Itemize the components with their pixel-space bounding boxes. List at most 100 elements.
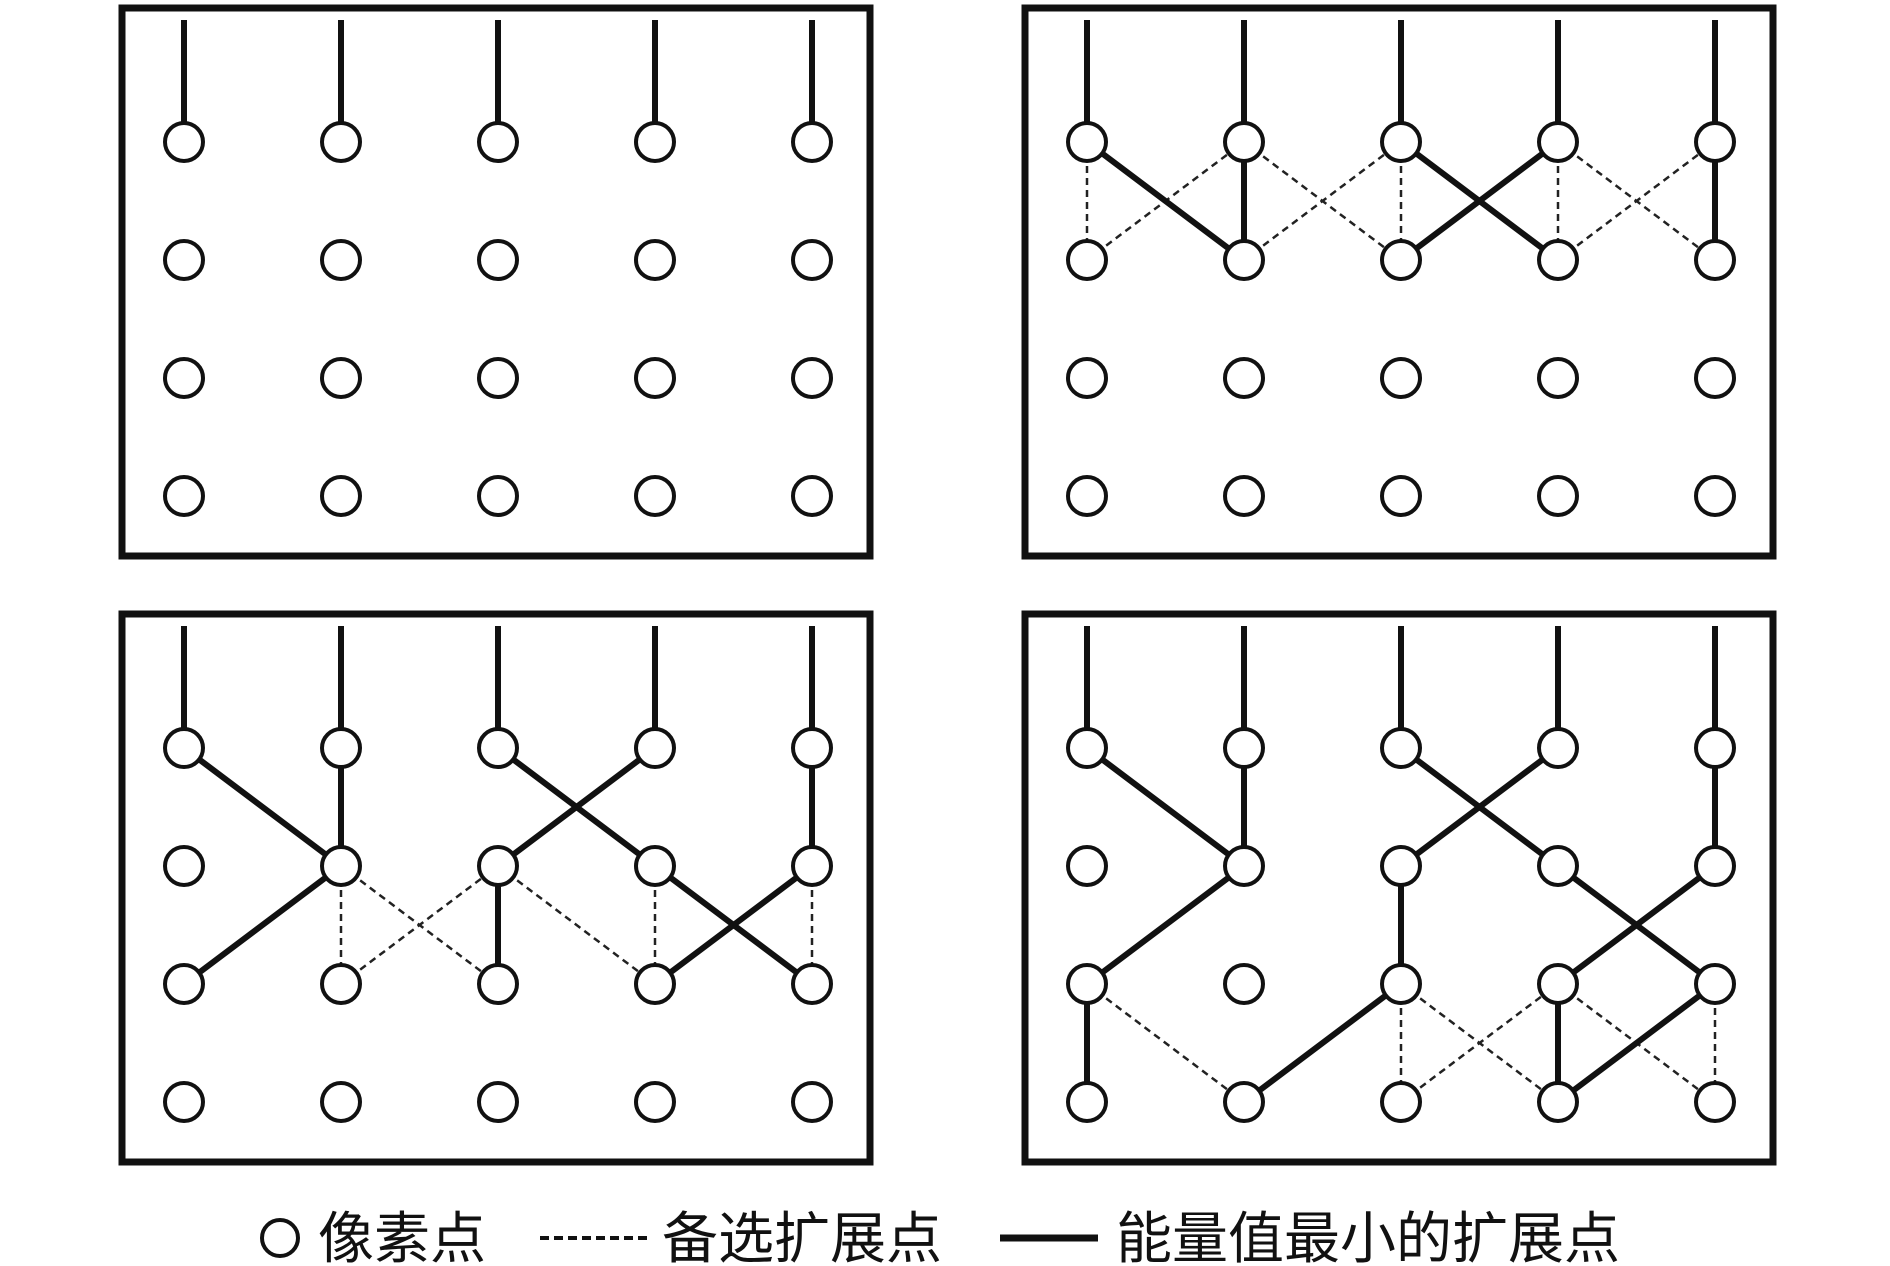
pixel-node xyxy=(477,727,519,769)
pixel-node xyxy=(320,727,362,769)
candidate-connection xyxy=(1086,983,1245,1103)
pixel-node xyxy=(1066,963,1108,1005)
pixel-node xyxy=(1066,727,1108,769)
candidate-connection xyxy=(340,865,499,985)
pixel-node xyxy=(477,845,519,887)
pixel-node xyxy=(634,845,676,887)
pixel-node xyxy=(1380,239,1422,281)
pixel-node xyxy=(791,1081,833,1123)
pixel-node xyxy=(1537,239,1579,281)
pixel-node xyxy=(1380,963,1422,1005)
pixel-node xyxy=(1223,845,1265,887)
pixel-node xyxy=(1694,475,1736,517)
pixel-node xyxy=(1380,357,1422,399)
pixel-node xyxy=(1066,845,1108,887)
pixel-node xyxy=(791,963,833,1005)
min-energy-connection xyxy=(1398,139,1561,263)
pixel-node xyxy=(791,475,833,517)
legend: 像素点 备选扩展点 能量值最小的扩展点 xyxy=(260,1207,1620,1266)
pixel-node xyxy=(1537,121,1579,163)
pixel-node xyxy=(1694,845,1736,887)
candidate-connection xyxy=(497,865,656,985)
panel-step-4 xyxy=(1021,610,1777,1166)
pixel-node xyxy=(634,357,676,399)
min-energy-connection xyxy=(1241,981,1404,1105)
pixel-node xyxy=(320,963,362,1005)
pixel-node xyxy=(1694,121,1736,163)
pixel-node xyxy=(163,239,205,281)
min-energy-connection xyxy=(181,745,344,869)
pixel-node xyxy=(634,239,676,281)
candidate-connection xyxy=(1400,983,1559,1103)
pixel-node xyxy=(1380,1081,1422,1123)
legend-pixel-label: 像素点 xyxy=(318,1207,486,1266)
pixel-node xyxy=(163,1081,205,1123)
pixel-node xyxy=(1694,239,1736,281)
pixel-node xyxy=(320,475,362,517)
panel-step-1 xyxy=(118,4,874,560)
pixel-node xyxy=(1537,357,1579,399)
pixel-node xyxy=(634,475,676,517)
panels-layer xyxy=(118,4,1777,1166)
pixel-node xyxy=(1223,1081,1265,1123)
min-energy-connection xyxy=(1555,863,1718,987)
panel-frame xyxy=(1021,4,1777,560)
pixel-node xyxy=(1223,963,1265,1005)
pixel-node xyxy=(1537,1081,1579,1123)
pixel-node xyxy=(1537,845,1579,887)
min-energy-connection xyxy=(1084,745,1247,869)
pixel-node xyxy=(163,475,205,517)
min-energy-connection xyxy=(1555,981,1718,1105)
pixel-node xyxy=(1223,121,1265,163)
pixel-node xyxy=(791,239,833,281)
pixel-node xyxy=(163,845,205,887)
pixel-node xyxy=(791,357,833,399)
candidate-connection xyxy=(1243,141,1402,261)
pixel-node xyxy=(1537,963,1579,1005)
legend-pixel-icon xyxy=(260,1218,300,1258)
pixel-node xyxy=(1380,727,1422,769)
pixel-node xyxy=(634,727,676,769)
pixel-node xyxy=(1066,357,1108,399)
pixel-node xyxy=(1223,239,1265,281)
pixel-node xyxy=(1694,727,1736,769)
legend-candidate-label: 备选扩展点 xyxy=(662,1207,942,1266)
pixel-node xyxy=(477,963,519,1005)
pixel-node xyxy=(1066,475,1108,517)
pixel-node xyxy=(1537,727,1579,769)
pixel-node xyxy=(477,475,519,517)
pixel-node xyxy=(634,1081,676,1123)
pixel-node xyxy=(320,845,362,887)
pixel-node xyxy=(163,727,205,769)
panel-step-3 xyxy=(118,610,874,1166)
panel-step-2 xyxy=(1021,4,1777,560)
pixel-node xyxy=(477,1081,519,1123)
pixel-node xyxy=(634,121,676,163)
pixel-node xyxy=(634,963,676,1005)
pixel-node xyxy=(1066,239,1108,281)
min-energy-connection xyxy=(181,863,344,987)
pixel-node xyxy=(791,727,833,769)
min-energy-connection xyxy=(652,863,815,987)
pixel-node xyxy=(1066,121,1108,163)
pixel-node xyxy=(1537,475,1579,517)
pixel-node xyxy=(163,357,205,399)
legend-min-energy-label: 能量值最小的扩展点 xyxy=(1116,1207,1620,1266)
min-energy-connection xyxy=(495,745,658,869)
pixel-node xyxy=(320,357,362,399)
pixel-node xyxy=(477,357,519,399)
pixel-node xyxy=(1694,1081,1736,1123)
pixel-node xyxy=(791,121,833,163)
pixel-node xyxy=(1380,475,1422,517)
pixel-node xyxy=(1694,963,1736,1005)
pixel-node xyxy=(1223,727,1265,769)
min-energy-connection xyxy=(1084,139,1247,263)
pixel-node xyxy=(1380,845,1422,887)
pixel-node xyxy=(320,1081,362,1123)
pixel-node xyxy=(791,845,833,887)
pixel-node xyxy=(320,239,362,281)
pixel-node xyxy=(163,963,205,1005)
candidate-connection xyxy=(1557,141,1716,261)
pixel-node xyxy=(1066,1081,1108,1123)
